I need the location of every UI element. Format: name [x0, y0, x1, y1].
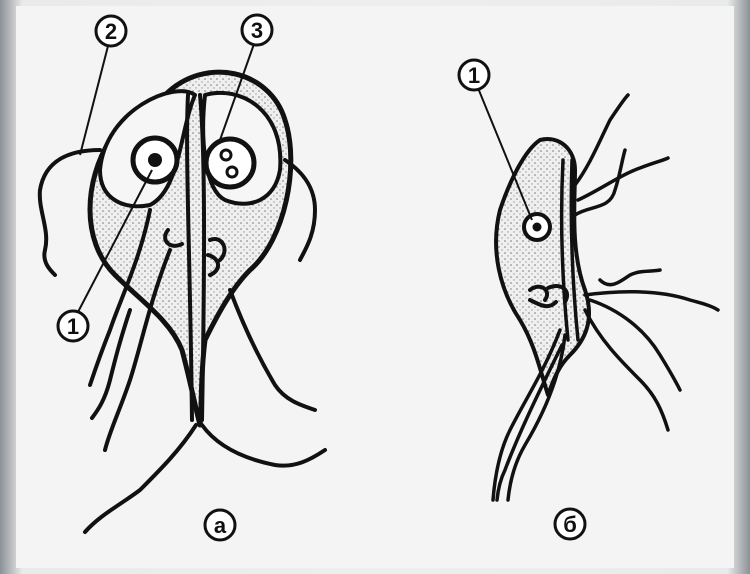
svg-text:1: 1	[468, 63, 480, 88]
flagellum-side-3	[575, 150, 625, 215]
callout-nucleus-left: 1	[58, 311, 88, 341]
cell-body-side	[496, 139, 589, 395]
svg-text:2: 2	[105, 19, 117, 44]
svg-text:1: 1	[67, 314, 79, 339]
view-label-a: а	[205, 510, 235, 540]
flagellum-caudal-right	[202, 425, 325, 466]
flagellum-caudal-left	[85, 425, 196, 532]
callout-flagellum: 2	[96, 16, 126, 46]
flagellum-side-10	[497, 345, 562, 500]
callout-nucleus-right: 3	[242, 15, 272, 45]
view-label-b: б	[555, 509, 585, 539]
organism-side-view	[493, 95, 718, 500]
svg-text:а: а	[214, 513, 227, 538]
flagellum-side-6	[585, 310, 668, 430]
nucleolus-left	[148, 153, 162, 167]
flagellum-side-9	[600, 270, 660, 285]
svg-text:3: 3	[251, 18, 263, 43]
nucleus-right	[206, 139, 254, 187]
callout-nucleus-side: 1	[459, 60, 489, 90]
svg-text:б: б	[563, 512, 577, 537]
flagellum-posterolateral-right	[230, 290, 315, 410]
